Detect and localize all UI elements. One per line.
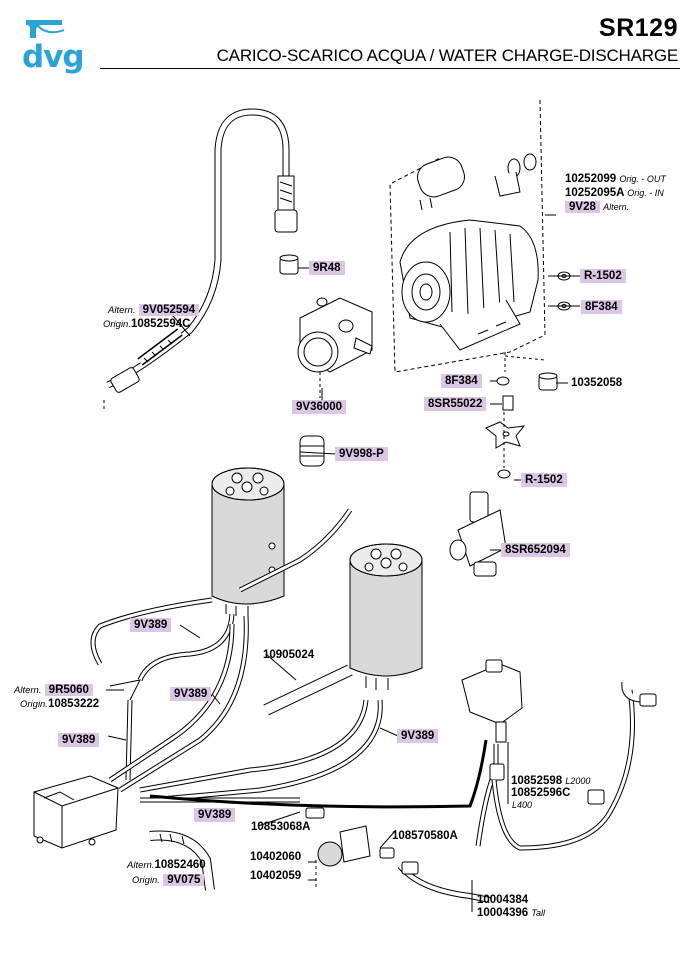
part-label-10004396: 10004396 Tall	[477, 907, 546, 919]
part-label-10905024: 10905024	[263, 649, 315, 661]
part-label-108570580a: 108570580A	[392, 830, 458, 842]
part-label-8f384-top: 8F384	[581, 300, 622, 314]
part-label-8sr652094: 8SR652094	[501, 543, 570, 557]
part-label-10852594c: Origin.10852594C	[103, 318, 191, 330]
drain-fittings-drawing	[305, 807, 395, 890]
part-label-10252095a: 10252095A Orig. - IN	[565, 187, 664, 199]
part-label-8f384-mid: 8F384	[441, 374, 482, 388]
inlet-hose-drawing	[103, 108, 298, 412]
part-label-9v389-b: 9V389	[170, 687, 212, 701]
part-label-8sr55022: 8SR55022	[424, 397, 487, 411]
part-label-10352058: 10352058	[571, 377, 623, 389]
model-number: SR129	[599, 14, 678, 42]
page-title: CARICO-SCARICO ACQUA / WATER CHARGE-DISC…	[216, 46, 679, 65]
part-label-10252099: 10252099 Orig. - OUT	[565, 173, 666, 185]
part-label-9r5060: Altern. 9R5060	[14, 683, 93, 698]
header-rule	[100, 68, 680, 69]
part-label-9r48: 9R48	[309, 261, 345, 275]
part-label-9v389-d: 9V389	[397, 729, 439, 743]
motor-drawing	[389, 99, 556, 373]
part-label-10853068a: 10853068A	[251, 821, 311, 833]
part-label-10852598: 10852598 L2000	[511, 775, 591, 787]
part-label-10004384: 10004384	[477, 894, 529, 906]
part-label-10852460: Altern.10852460	[127, 859, 206, 871]
part-label-r-1502-top: R-1502	[580, 269, 626, 283]
drain-box-drawing	[33, 775, 119, 849]
part-label-9v389-e: 9V389	[194, 808, 236, 822]
part-label-r-1502-bottom: R-1502	[521, 473, 567, 487]
part-label-9v389-c: 9V389	[58, 733, 100, 747]
part-label-10852596c-note: L400	[512, 800, 533, 810]
tank-right-drawing	[349, 543, 423, 690]
drain-pipe-drawing	[149, 830, 215, 891]
valve-drawing	[449, 491, 507, 577]
brand-logo-text: dvg	[22, 39, 85, 75]
part-label-10402059: 10402059	[250, 870, 302, 882]
part-label-10852596c: 10852596C	[511, 787, 571, 799]
leader-lines	[106, 267, 580, 849]
tubing-drawing	[90, 508, 488, 809]
dvg-logo-icon	[26, 20, 65, 38]
part-label-9v998-p: 9V998-P	[335, 447, 388, 461]
part-label-10853222: Origin.10853222	[20, 698, 100, 710]
part-label-9v36000: 9V36000	[292, 400, 347, 414]
part-label-9v28: 9V28 Altern.	[565, 200, 629, 214]
part-label-9v389-a: 9V389	[130, 618, 172, 632]
part-label-10402060: 10402060	[250, 851, 302, 863]
part-label-9v075: Origin. 9V075	[132, 873, 205, 888]
flow-valve-drawing	[397, 659, 657, 912]
part-label-9v052594: Altern. 9V052594	[108, 303, 200, 318]
connector-drawing	[299, 435, 325, 467]
pump-head-drawing	[279, 254, 373, 398]
tank-left-drawing	[211, 467, 285, 616]
